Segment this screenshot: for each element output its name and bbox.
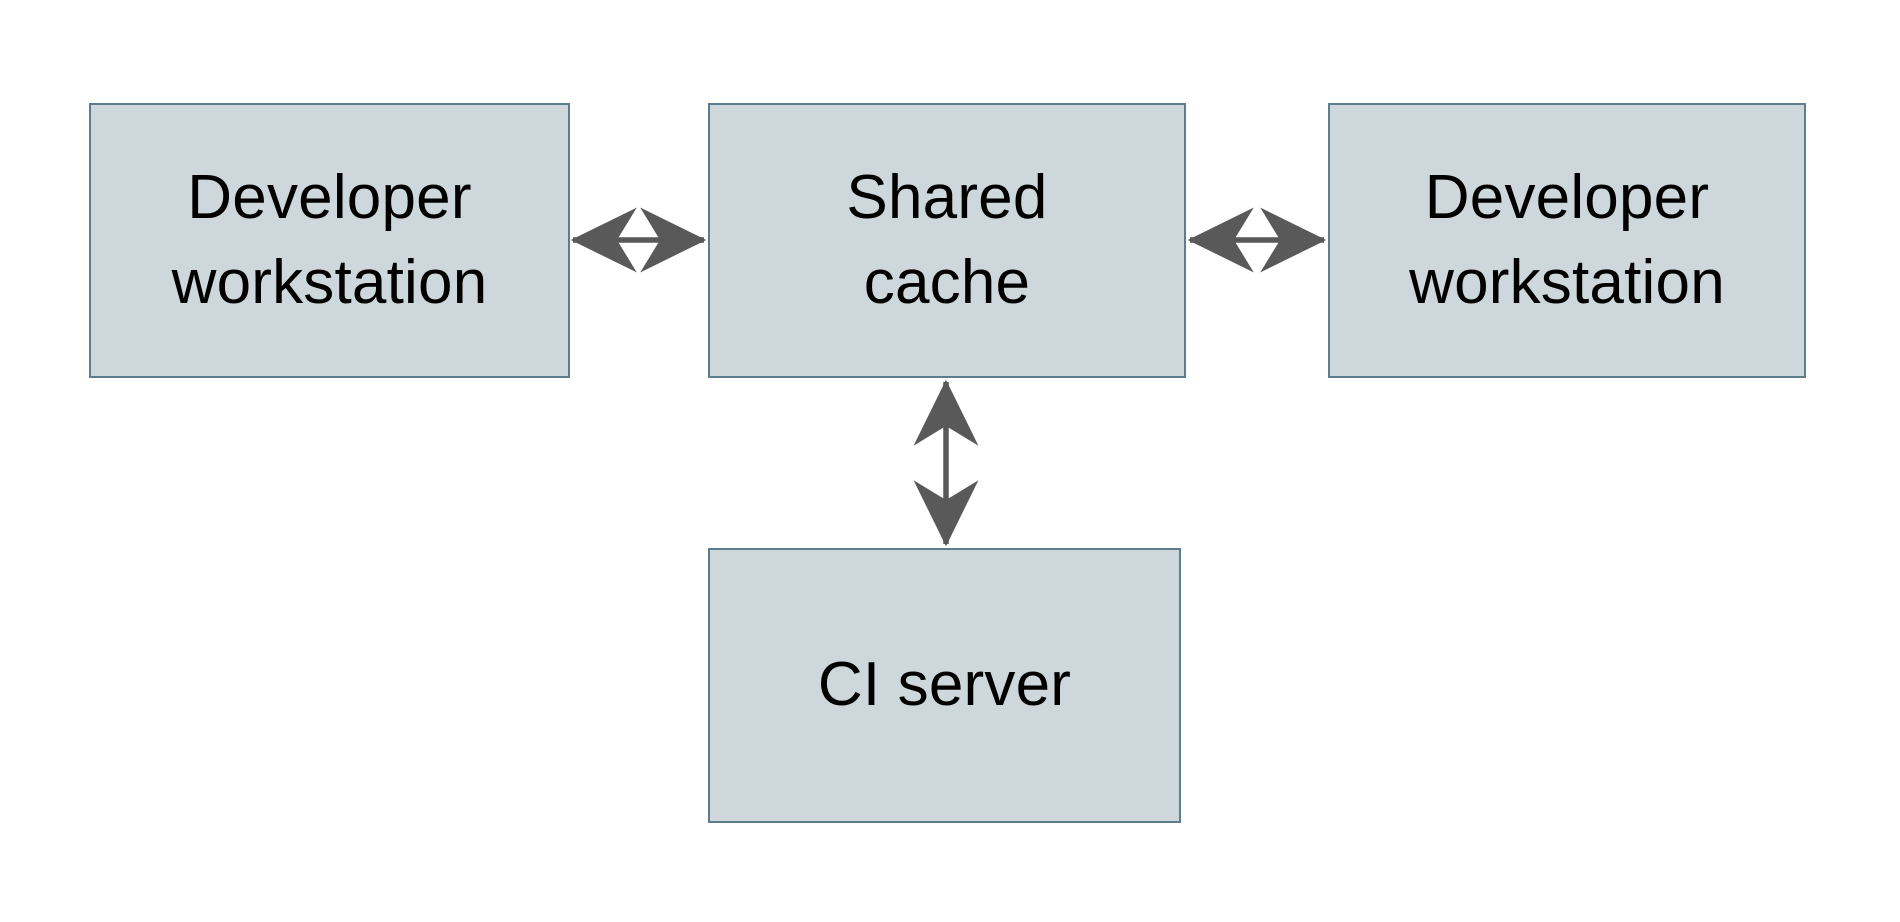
node-ci-server[interactable]: CI server [708, 548, 1181, 823]
node-label: Developer workstation [1409, 163, 1725, 317]
node-label: Shared cache [846, 163, 1048, 317]
node-developer-workstation-right[interactable]: Developer workstation [1328, 103, 1806, 378]
node-developer-workstation-left[interactable]: Developer workstation [89, 103, 570, 378]
node-label: Developer workstation [171, 163, 488, 317]
node-label: CI server [817, 650, 1072, 720]
node-shared-cache[interactable]: Shared cache [708, 103, 1186, 378]
